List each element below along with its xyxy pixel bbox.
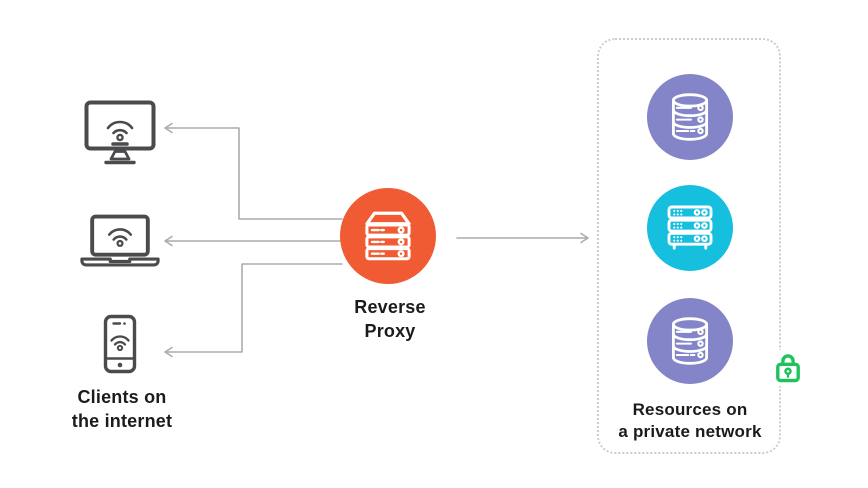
- private-network-boundary: [597, 38, 781, 454]
- desktop-wifi-icon: [84, 100, 156, 166]
- database-resource: [647, 298, 733, 384]
- database-resource: [647, 74, 733, 160]
- server-rack-icon: [667, 205, 713, 250]
- network-label-line2: a private network: [618, 422, 762, 442]
- reverse-proxy-node: [340, 188, 436, 284]
- private-network-label: Resources on a private network: [600, 399, 780, 444]
- reverse-proxy-label: Reverse Proxy: [310, 296, 470, 344]
- arrowhead-network: [580, 232, 589, 244]
- proxy-label-line1: Reverse: [354, 297, 426, 317]
- arrowhead-desktop: [164, 122, 173, 134]
- arrowhead-laptop: [164, 235, 173, 247]
- clients-label-line1: Clients on: [77, 387, 167, 407]
- laptop-wifi-icon: [79, 214, 161, 267]
- lock-icon: [772, 350, 804, 386]
- arrowhead-phone: [164, 346, 173, 358]
- database-icon: [671, 317, 709, 365]
- arrow-proxy-to-desktop: [166, 127, 343, 220]
- clients-label-line2: the internet: [71, 410, 173, 431]
- server-rack-resource: [647, 185, 733, 271]
- smartphone-wifi-icon: [103, 314, 137, 374]
- proxy-label-line2: Proxy: [364, 320, 416, 341]
- server-stack-icon: [365, 211, 411, 261]
- network-label-line1: Resources on: [632, 400, 748, 419]
- database-icon: [671, 93, 709, 141]
- clients-label: Clients on the internet: [22, 386, 222, 434]
